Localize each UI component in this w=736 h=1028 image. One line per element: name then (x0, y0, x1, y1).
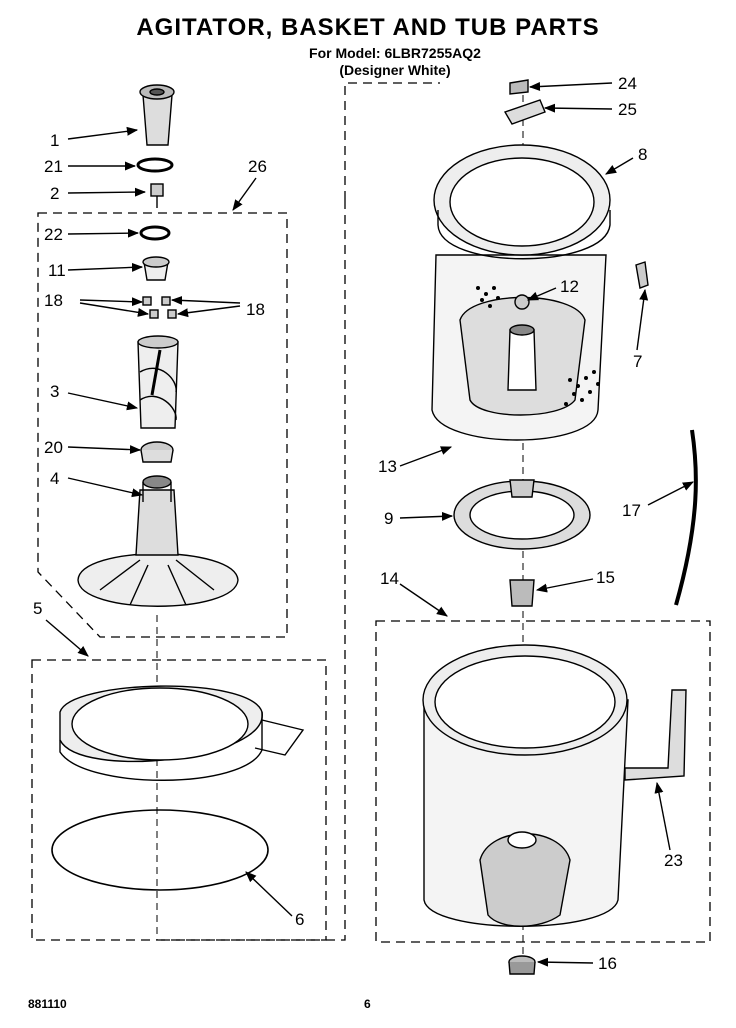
tub-nut-part (508, 955, 536, 975)
center-link-line (344, 82, 440, 200)
basket-drive-hub-part (453, 479, 591, 550)
outer-tub-part (422, 644, 629, 927)
callout-24: 24 (618, 74, 637, 93)
callout-7: 7 (633, 352, 642, 371)
callout-1: 1 (50, 131, 59, 150)
callout-11: 11 (48, 261, 66, 280)
agitator-base-part (77, 475, 239, 607)
callout-16: 16 (598, 954, 617, 973)
hose-part (674, 429, 698, 606)
footer-page-number: 6 (364, 997, 371, 1011)
callout-21: 21 (44, 157, 63, 176)
callout-18-left: 18 (44, 291, 63, 310)
seal-ring-part (51, 809, 269, 891)
callout-23: 23 (664, 851, 683, 870)
agitator-auger-part (137, 335, 179, 429)
callout-13: 13 (378, 457, 397, 476)
callout-5: 5 (33, 599, 42, 618)
retaining-ring-part (136, 157, 174, 173)
callout-12: 12 (560, 277, 579, 296)
group-14-box (375, 620, 711, 943)
footer-code: 881110 (28, 997, 67, 1011)
washer-part (139, 225, 171, 241)
callout-22: 22 (44, 225, 63, 244)
basket-holes (476, 286, 600, 406)
leader-arrows (45, 82, 694, 967)
nut-part (509, 79, 529, 95)
callout-26: 26 (248, 157, 267, 176)
bearing-part (509, 579, 535, 607)
tub-ring-part (59, 685, 305, 781)
agitator-dogs-part (142, 296, 177, 319)
callout-14: 14 (380, 569, 399, 588)
page-title: AGITATOR, BASKET AND TUB PARTS (136, 14, 600, 41)
callout-15: 15 (596, 568, 615, 587)
callout-18-right: 18 (246, 300, 265, 319)
model-line: For Model: 6LBR7255AQ2 (309, 45, 481, 61)
callout-8: 8 (638, 145, 647, 164)
callout-3: 3 (50, 382, 59, 401)
group-26-box (37, 212, 288, 638)
callout-4: 4 (50, 469, 59, 488)
callout-9: 9 (384, 509, 393, 528)
callout-6: 6 (295, 910, 304, 929)
agitator-cap-part (139, 84, 175, 146)
drive-bell-part (140, 441, 174, 463)
callout-20: 20 (44, 438, 63, 457)
callout-25: 25 (618, 100, 637, 119)
callout-2: 2 (50, 184, 59, 203)
callout-17: 17 (622, 501, 641, 520)
small-clip-part (635, 261, 649, 289)
bolt-part (150, 183, 164, 208)
finish-line: (Designer White) (339, 62, 451, 78)
cam-part (142, 256, 170, 281)
clip-part (503, 99, 546, 125)
tub-hose-part (624, 689, 687, 781)
basket-part (431, 144, 611, 441)
